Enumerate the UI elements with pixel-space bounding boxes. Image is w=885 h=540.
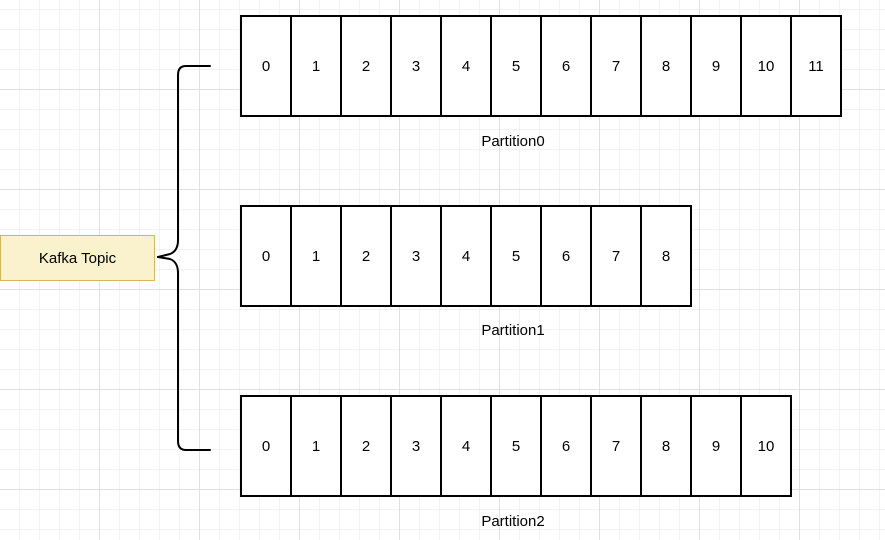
offset-cell[interactable]: 3 [390,205,442,307]
offset-cell[interactable]: 0 [240,395,292,497]
offset-cell[interactable]: 1 [290,205,342,307]
offset-cell[interactable]: 6 [540,395,592,497]
offset-cell[interactable]: 0 [240,205,292,307]
offset-cell[interactable]: 9 [690,395,742,497]
offset-cell[interactable]: 6 [540,205,592,307]
offset-cell[interactable]: 9 [690,15,742,117]
offset-cell[interactable]: 4 [440,395,492,497]
brace-lower-half [157,256,211,451]
offset-cell[interactable]: 8 [640,15,692,117]
offset-cell[interactable]: 1 [290,15,342,117]
offset-cell[interactable]: 2 [340,205,392,307]
offset-cell[interactable]: 6 [540,15,592,117]
offset-cell[interactable]: 2 [340,395,392,497]
partition-caption-partition1: Partition1 [481,322,545,339]
offset-cell[interactable]: 11 [790,15,842,117]
offset-cell[interactable]: 10 [740,15,792,117]
partition-caption-partition2: Partition2 [481,513,545,530]
offset-cell[interactable]: 7 [590,395,642,497]
offset-cell[interactable]: 5 [490,395,542,497]
offset-cell[interactable]: 2 [340,15,392,117]
offset-cell[interactable]: 3 [390,15,442,117]
kafka-topic-node[interactable]: Kafka Topic [0,235,155,281]
curly-brace-connector [157,65,211,451]
offset-cell[interactable]: 5 [490,15,542,117]
kafka-topic-label: Kafka Topic [38,249,117,267]
offset-cell[interactable]: 4 [440,15,492,117]
offset-cell[interactable]: 8 [640,395,692,497]
brace-upper-half [157,65,211,258]
offset-cell[interactable]: 5 [490,205,542,307]
offset-cell[interactable]: 4 [440,205,492,307]
offset-cell[interactable]: 8 [640,205,692,307]
offset-cell[interactable]: 7 [590,205,642,307]
offset-cell[interactable]: 7 [590,15,642,117]
offset-cell[interactable]: 10 [740,395,792,497]
offset-cell[interactable]: 0 [240,15,292,117]
partition-caption-partition0: Partition0 [481,133,545,150]
offset-cell[interactable]: 1 [290,395,342,497]
offset-cell[interactable]: 3 [390,395,442,497]
